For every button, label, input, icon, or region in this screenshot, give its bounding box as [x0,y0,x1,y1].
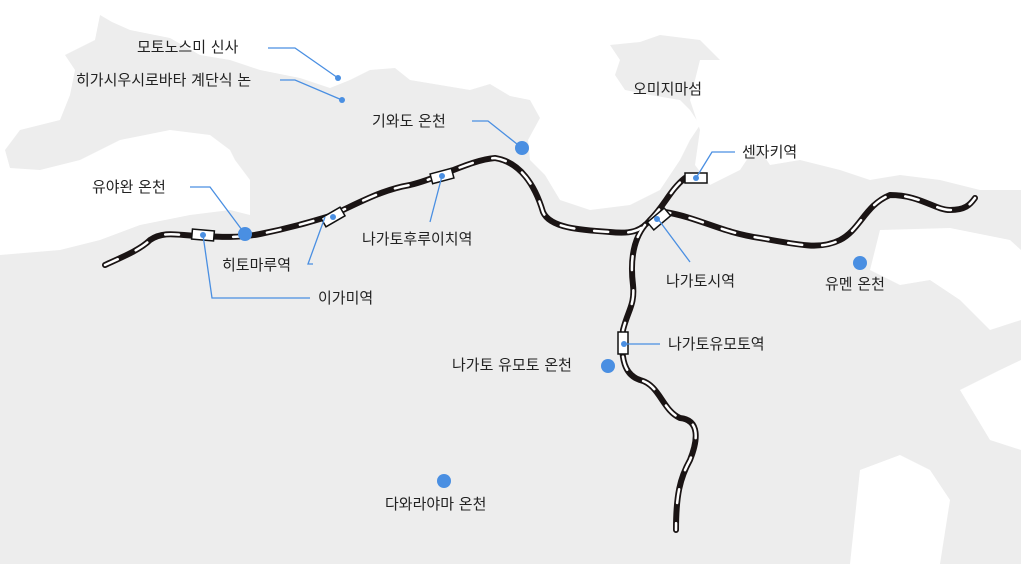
markers [200,75,867,488]
label-nagatofuruichi-station: 나가토후루이치역 [362,230,473,248]
marker-yumen-onsen[interactable] [853,256,867,270]
label-terraced-fields: 히가시우시로바타 계단식 논 [76,71,252,89]
station-dot-senzaki [693,175,699,181]
label-hitomaru-station: 히토마루역 [222,256,292,274]
marker-terraced-fields[interactable] [339,97,345,103]
label-shrine: 모토노스미 신사 [137,38,239,56]
station-dot-nagatofuruichi [439,173,445,179]
station-dot-hitomaru [330,214,336,220]
label-igami-station: 이가미역 [318,289,374,307]
station-dot-nagatoyumoto [621,341,627,347]
label-nagatoyumoto-station: 나가토유모토역 [668,335,765,353]
label-yuyawan-onsen: 유야완 온천 [92,178,166,196]
label-senzaki-station: 센자키역 [742,143,798,161]
land [0,15,1021,564]
marker-yuyawan-onsen[interactable] [238,227,252,241]
label-kiwado-onsen: 기와도 온천 [372,112,446,130]
marker-kiwado-onsen[interactable] [515,141,529,155]
marker-tawarayama-onsen[interactable] [437,474,451,488]
label-yumen-onsen: 유멘 온천 [825,275,885,293]
water [0,60,1021,564]
marker-nagato-yumoto-onsen[interactable] [601,359,615,373]
station-dot-nagatoshi [654,216,660,222]
label-island: 오미지마섬 [633,80,703,98]
marker-shrine[interactable] [335,75,341,81]
station-dot-igami [200,232,206,238]
label-tawarayama-onsen: 다와라야마 온천 [385,495,487,513]
leader-lines [190,47,735,345]
label-nagato-yumoto-onsen: 나가토 유모토 온천 [452,356,572,374]
label-nagatoshi-station: 나가토시역 [666,272,736,290]
